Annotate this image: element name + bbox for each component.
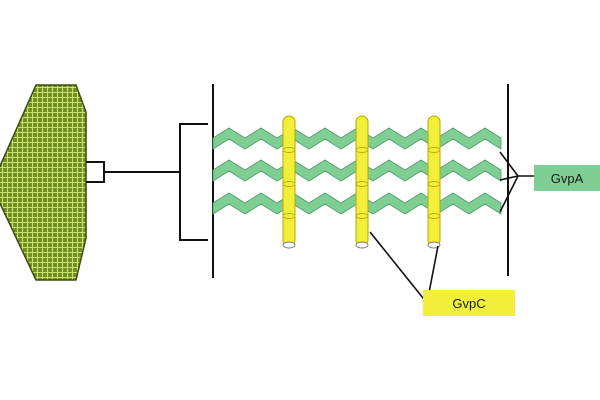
gas-vesicle-shape [0, 84, 87, 281]
gvpc-rod [355, 115, 369, 249]
zoom-connector [86, 161, 180, 183]
gvpa-label: GvpA [534, 165, 600, 191]
gvpc-rods [282, 115, 441, 249]
gvpc-rod [427, 115, 441, 249]
gvpc-rod [282, 115, 296, 249]
zoom-bracket [179, 123, 208, 241]
gvpa-pointer-lines [499, 151, 535, 213]
gvpc-label: GvpC [423, 290, 515, 316]
